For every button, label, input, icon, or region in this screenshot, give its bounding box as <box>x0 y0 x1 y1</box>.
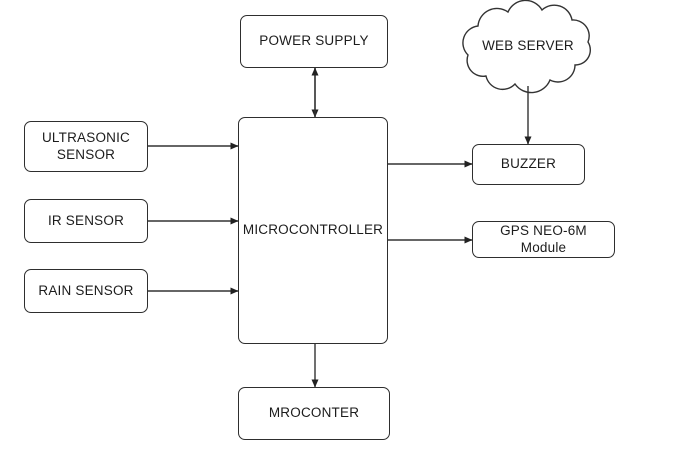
node-microcontroller-label: MICROCONTROLLER <box>242 222 384 238</box>
node-buzzer-label: BUZZER <box>500 156 557 172</box>
node-rain-sensor: RAIN SENSOR <box>24 269 148 313</box>
node-ultrasonic-sensor: ULTRASONIC SENSOR <box>24 121 148 172</box>
node-rain-sensor-label: RAIN SENSOR <box>38 282 134 298</box>
node-power-supply: POWER SUPPLY <box>240 15 388 68</box>
node-gps-module: GPS NEO-6M Module <box>472 221 615 258</box>
node-web-server-label: WEB SERVER <box>482 37 574 53</box>
node-ir-sensor-label: IR SENSOR <box>47 212 125 228</box>
node-ir-sensor: IR SENSOR <box>24 199 148 243</box>
node-power-supply-label: POWER SUPPLY <box>259 33 369 49</box>
node-web-server: WEB SERVER <box>470 32 586 58</box>
node-buzzer: BUZZER <box>472 144 585 185</box>
node-microcontroller: MICROCONTROLLER <box>238 117 388 344</box>
node-mroconter-label: MROCONTER <box>268 405 360 421</box>
node-mroconter: MROCONTER <box>238 387 390 440</box>
node-ultrasonic-sensor-label: ULTRASONIC SENSOR <box>41 129 130 162</box>
web-server-cloud-shape <box>462 0 592 94</box>
node-gps-module-label: GPS NEO-6M Module <box>500 222 587 255</box>
